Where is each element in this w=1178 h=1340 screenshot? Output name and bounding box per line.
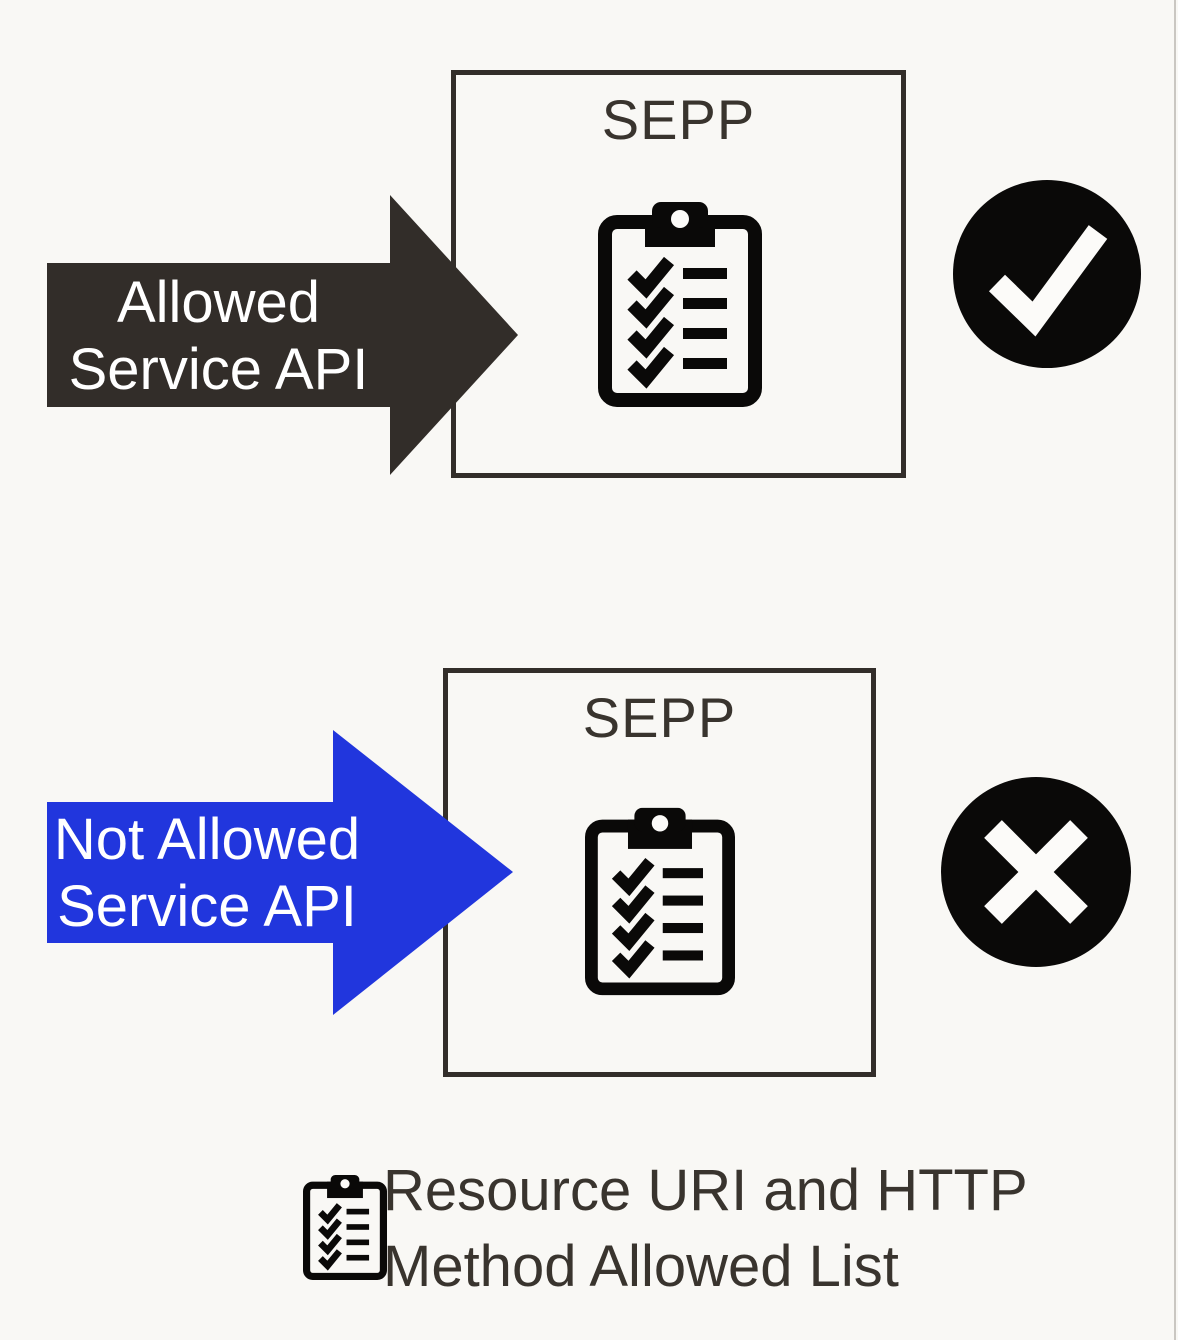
page-right-border <box>1174 0 1176 1340</box>
cross-circle-icon <box>941 777 1131 967</box>
not-allowed-arrow-label: Not Allowed Service API <box>47 802 367 944</box>
not-allowed-arrow <box>47 730 513 1015</box>
legend-label-line1: Resource URI and HTTP <box>383 1158 1028 1223</box>
legend-label-line2: Method Allowed List <box>383 1234 899 1299</box>
allowed-arrow-shape <box>47 195 518 475</box>
not-allowed-arrow-label-line2: Service API <box>57 874 357 939</box>
not-allowed-arrow-label-line1: Not Allowed <box>53 807 361 872</box>
allowed-arrow-label: Allowed Service API <box>47 263 390 409</box>
not-allowed-arrow-shape <box>47 730 513 1015</box>
allowed-arrow-label-line2: Service API <box>68 337 369 402</box>
sepp-box-title: SEPP <box>601 88 756 151</box>
sepp-box-title: SEPP <box>582 686 737 749</box>
clipboard-checklist-icon <box>585 800 735 1003</box>
legend-label: Resource URI and HTTP Method Allowed Lis… <box>383 1153 1143 1305</box>
allowed-arrow-label-line1: Allowed <box>116 270 321 335</box>
clipboard-checklist-icon <box>598 202 762 407</box>
allowed-arrow <box>47 195 518 475</box>
clipboard-checklist-icon <box>303 1175 387 1280</box>
sepp-box-not-allowed: SEPP <box>443 668 876 1077</box>
check-circle-icon <box>953 180 1141 368</box>
